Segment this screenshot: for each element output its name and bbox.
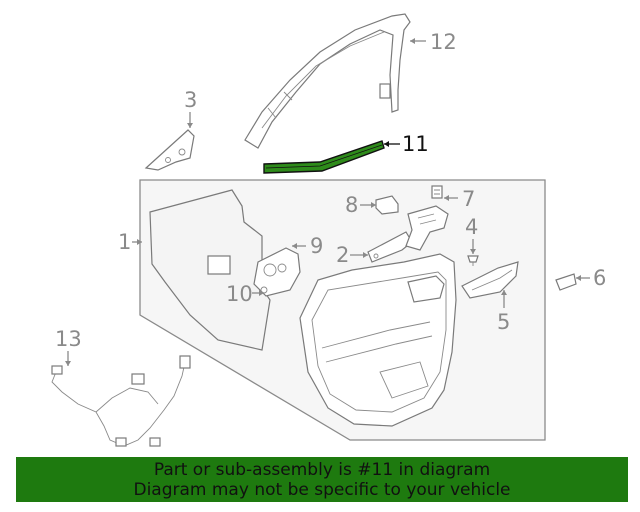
parts-diagram: 1 2 3 4 5 6 7 8 <box>51 13 606 447</box>
part-7-clip <box>431 185 443 199</box>
part-5-pull-handle <box>461 261 519 299</box>
callout-label-4: 4 <box>465 215 478 239</box>
part-8-switch <box>375 195 399 215</box>
callout-label-11: 11 <box>402 132 429 156</box>
part-9-10-regulator-module <box>253 247 301 297</box>
part-12-window-channel <box>244 13 411 149</box>
callout-label-9: 9 <box>310 234 323 258</box>
part-4-push-pin <box>467 255 479 266</box>
callout-label-12: 12 <box>430 30 457 54</box>
banner-line-2: Diagram may not be specific to your vehi… <box>133 480 511 500</box>
door-trim-panel <box>299 253 457 427</box>
part-13-wiring-harness <box>51 355 191 447</box>
part-11-shape <box>263 140 385 174</box>
banner-line-1: Part or sub-assembly is #11 in diagram <box>153 460 491 480</box>
part-3-bracket <box>144 129 195 171</box>
leader-arrowhead-11 <box>384 141 389 147</box>
callout-label-8: 8 <box>345 193 358 217</box>
callout-label-6: 6 <box>593 266 606 290</box>
callout-label-1: 1 <box>118 230 131 254</box>
callout-13: 13 <box>55 327 82 366</box>
callout-10: 10 <box>226 282 264 306</box>
window-switch-panel <box>405 205 449 251</box>
callout-label-2: 2 <box>336 243 349 267</box>
leader-arrowheads <box>65 38 581 366</box>
part-6-plate <box>555 273 577 291</box>
callout-label-3: 3 <box>184 88 197 112</box>
callout-12: 12 <box>410 30 457 54</box>
part-1-water-deflector <box>149 189 271 351</box>
info-banner: Part or sub-assembly is #11 in diagram D… <box>16 457 628 502</box>
callout-3: 3 <box>184 88 197 128</box>
callout-label-13: 13 <box>55 327 82 351</box>
callout-11: 11 <box>384 132 429 156</box>
callout-label-10: 10 <box>226 282 253 306</box>
part-11-belt-weatherstrip <box>263 140 385 174</box>
callout-label-7: 7 <box>462 187 475 211</box>
callout-label-5: 5 <box>497 310 510 334</box>
